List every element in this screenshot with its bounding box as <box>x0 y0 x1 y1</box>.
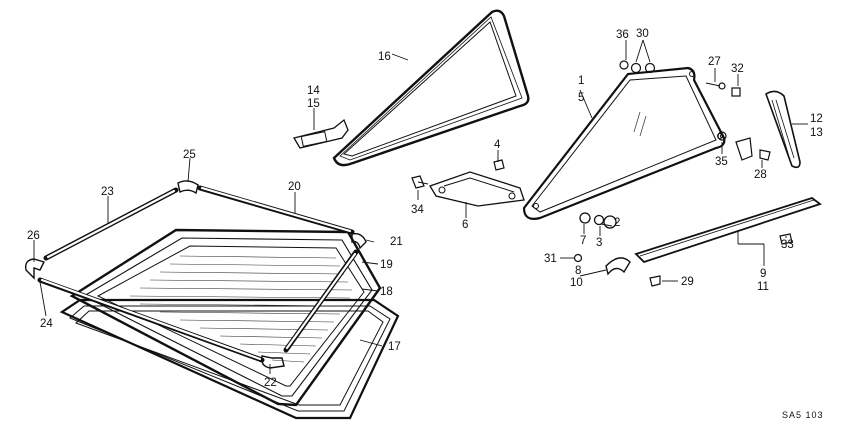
grommet-7 <box>579 212 591 224</box>
callout-13: 13 <box>810 127 823 139</box>
callout-36: 36 <box>616 29 629 41</box>
callout-28: 28 <box>754 169 767 181</box>
rear-window-frame <box>69 228 382 407</box>
corner-piece-top <box>177 180 199 195</box>
clip-28 <box>759 149 771 161</box>
callout-25: 25 <box>183 149 196 161</box>
washers-30 <box>630 62 656 74</box>
screw-8 <box>573 253 583 263</box>
molding-bottom <box>37 277 265 363</box>
hinge-cap <box>493 159 505 171</box>
pivot-2 <box>603 215 617 229</box>
corner-piece-left <box>24 258 45 280</box>
callout-22: 22 <box>264 377 277 389</box>
bolt-34 <box>411 175 429 189</box>
corner-piece-right <box>351 232 367 250</box>
callout-20: 20 <box>288 181 301 193</box>
callout-16: 16 <box>378 51 391 63</box>
callout-23: 23 <box>101 186 114 198</box>
callout-34: 34 <box>411 204 424 216</box>
callout-24: 24 <box>40 318 53 330</box>
callout-3: 3 <box>596 237 602 249</box>
molding-clip <box>292 118 349 149</box>
callout-35: 35 <box>715 156 728 168</box>
callout-10: 10 <box>570 277 583 289</box>
screw-27 <box>705 82 726 90</box>
callout-14: 14 <box>307 85 320 97</box>
callout-33: 33 <box>781 239 794 251</box>
callout-26: 26 <box>27 230 40 242</box>
clip-29 <box>649 275 661 287</box>
pillar-molding <box>765 90 801 169</box>
bracket <box>735 137 753 161</box>
callout-8: 8 <box>575 265 581 277</box>
quarter-window-seal <box>332 9 530 167</box>
callout-5: 5 <box>578 92 584 104</box>
callout-6: 6 <box>462 219 468 231</box>
molding-right-side <box>283 249 359 353</box>
callout-32: 32 <box>731 63 744 75</box>
callout-30: 30 <box>636 28 649 40</box>
molding-top-right <box>197 185 355 235</box>
callout-18: 18 <box>380 286 393 298</box>
callout-7: 7 <box>580 235 586 247</box>
bracket-10 <box>605 257 631 276</box>
clip-33 <box>779 233 793 245</box>
callout-29: 29 <box>681 276 694 288</box>
hinge <box>429 171 525 207</box>
leader-lines <box>33 39 808 374</box>
washer-3 <box>593 214 605 226</box>
callouts: 16 14 15 25 20 23 26 21 19 18 24 17 22 4… <box>27 28 824 420</box>
nut-36 <box>619 60 629 70</box>
callout-2: 2 <box>614 217 620 229</box>
callout-21: 21 <box>390 236 403 248</box>
callout-15: 15 <box>307 98 320 110</box>
stopper-35 <box>717 131 727 141</box>
diagram-code: SA5 103 <box>782 410 824 420</box>
quarter-glass <box>522 66 726 220</box>
nut-32 <box>731 87 741 97</box>
callout-12: 12 <box>810 113 823 125</box>
sill-molding <box>634 197 822 264</box>
callout-4: 4 <box>494 139 501 151</box>
callout-11: 11 <box>757 281 769 293</box>
callout-17: 17 <box>388 341 401 353</box>
callout-1: 1 <box>578 75 584 87</box>
corner-piece-bottom <box>260 355 285 369</box>
callout-27: 27 <box>708 56 721 68</box>
molding-top-left <box>43 187 179 261</box>
callout-31: 31 <box>544 253 557 265</box>
callout-9: 9 <box>760 268 766 280</box>
callout-19: 19 <box>380 259 393 271</box>
